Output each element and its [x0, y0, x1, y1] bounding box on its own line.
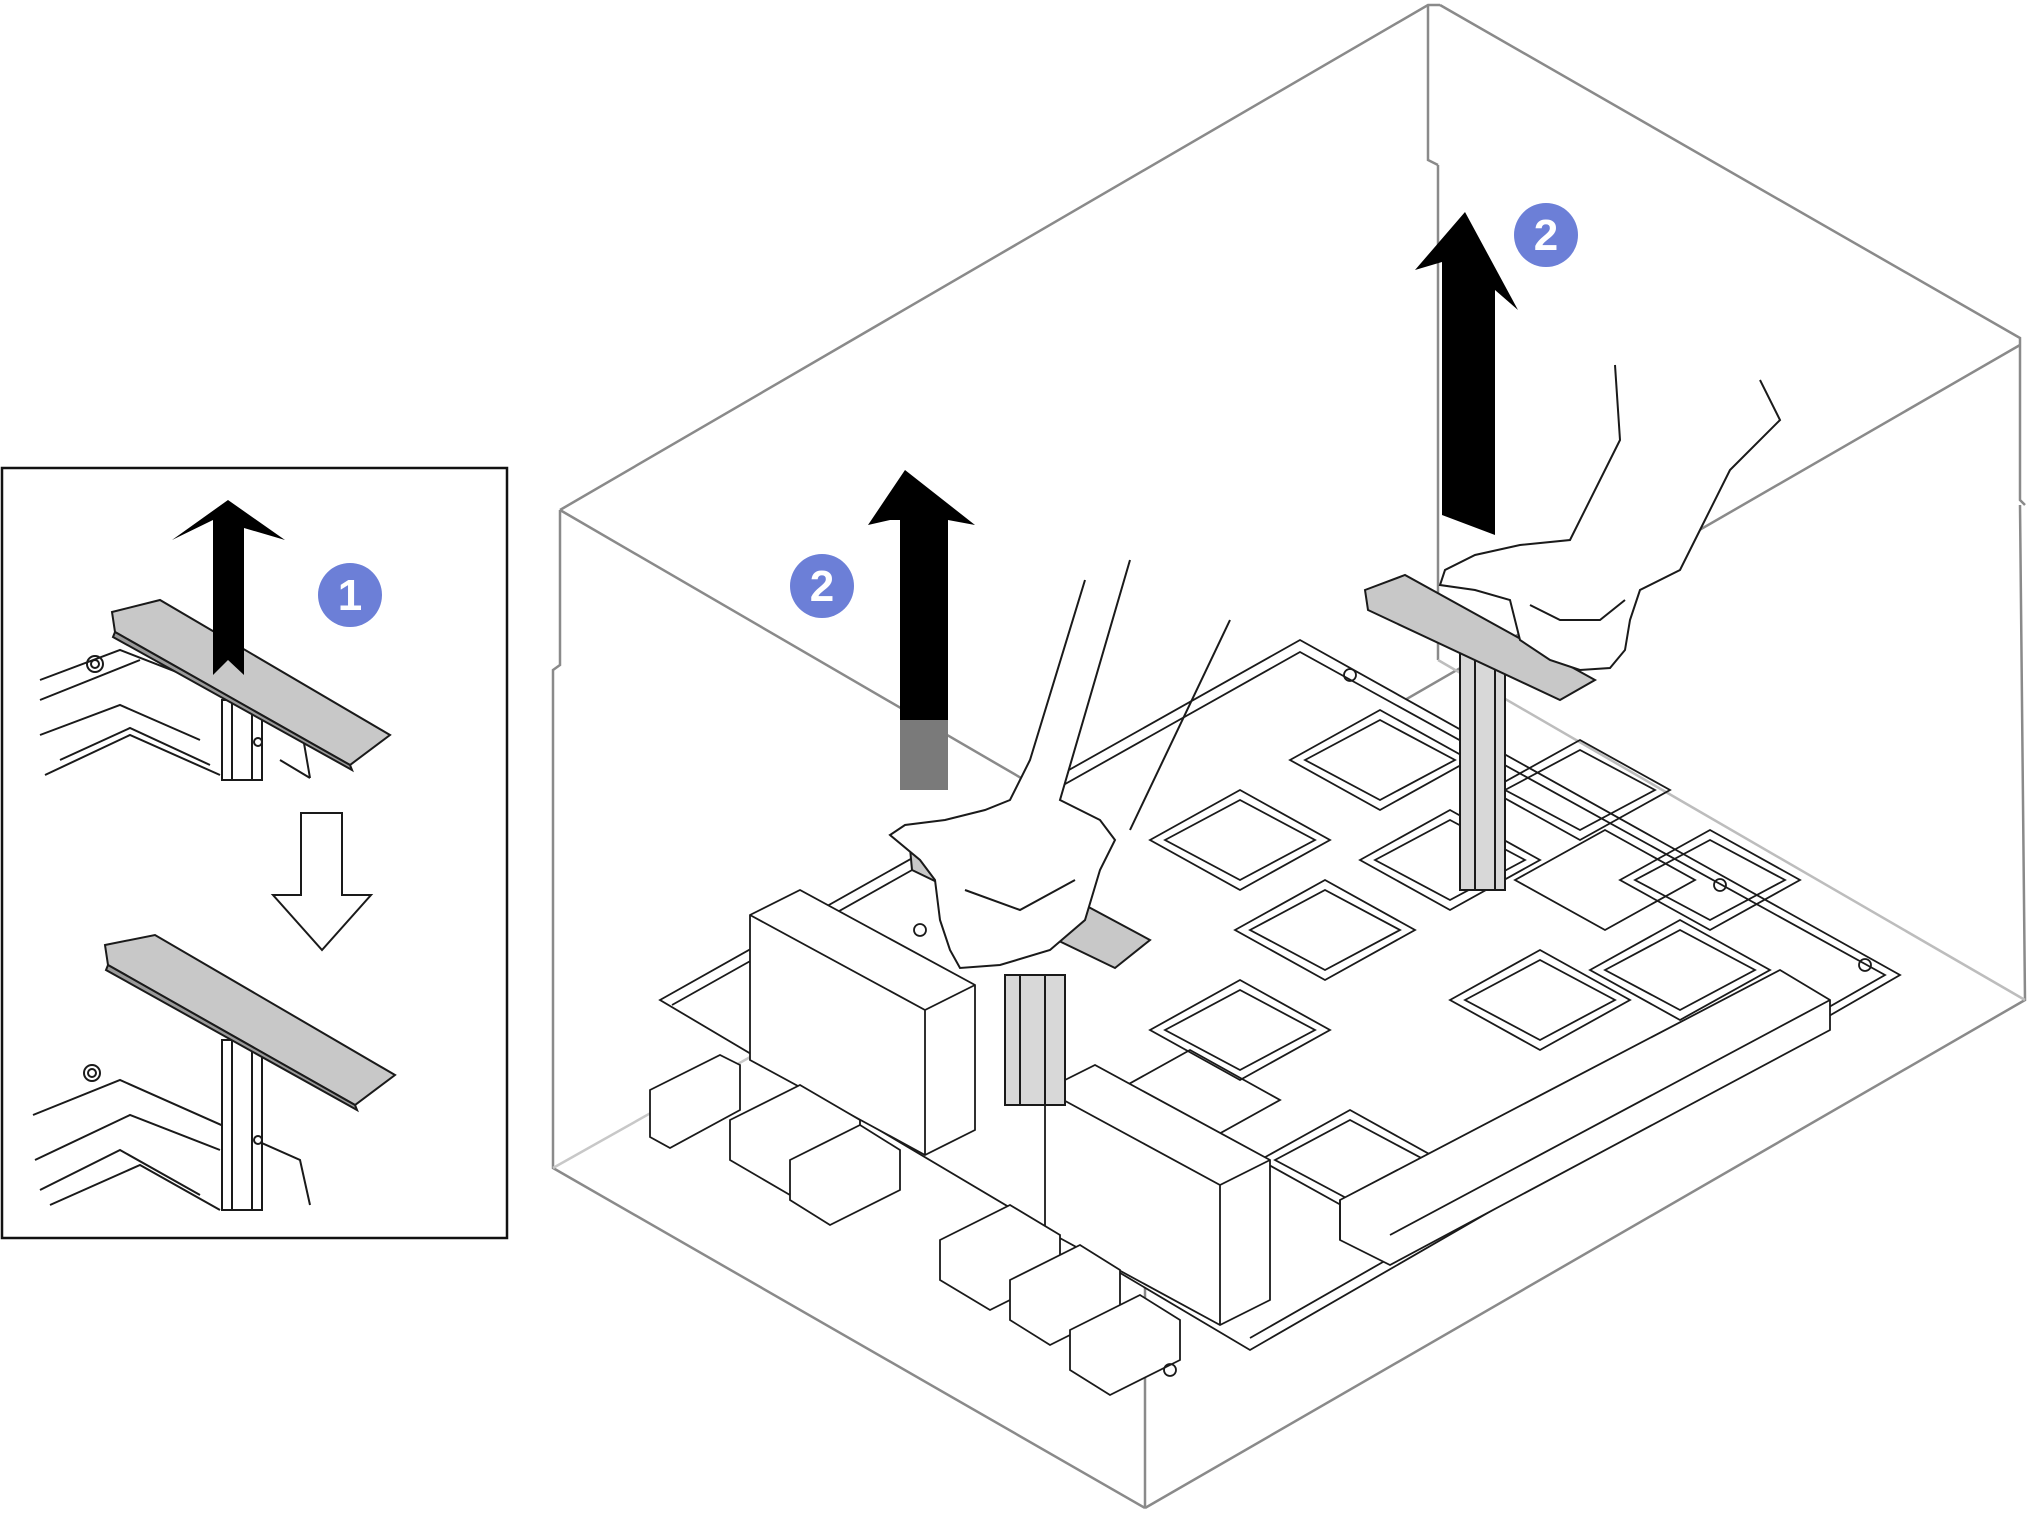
arrow-down-outline-icon — [270, 812, 374, 952]
detail-inset: 1 — [0, 466, 509, 1240]
gpu-modules — [1098, 708, 1802, 1212]
arrow-up-icon — [172, 500, 285, 675]
step-2-label-left: 2 — [810, 562, 834, 611]
step-2-label-right: 2 — [1534, 211, 1558, 260]
system-board — [649, 638, 1902, 1397]
step-1-label: 1 — [338, 571, 362, 620]
arrow-up-icon-left — [868, 470, 975, 790]
step-1-callout — [318, 563, 382, 627]
step-2-callout-left — [790, 554, 854, 618]
lift-handle-right — [1363, 573, 1598, 891]
inset-handle-down — [32, 933, 397, 1211]
hand-left — [888, 559, 1231, 970]
arrow-up-icon-right — [1415, 212, 1518, 535]
step-2-callout-right — [1514, 203, 1578, 267]
inset-handle-up — [39, 598, 392, 781]
hand-right — [1438, 364, 1782, 672]
